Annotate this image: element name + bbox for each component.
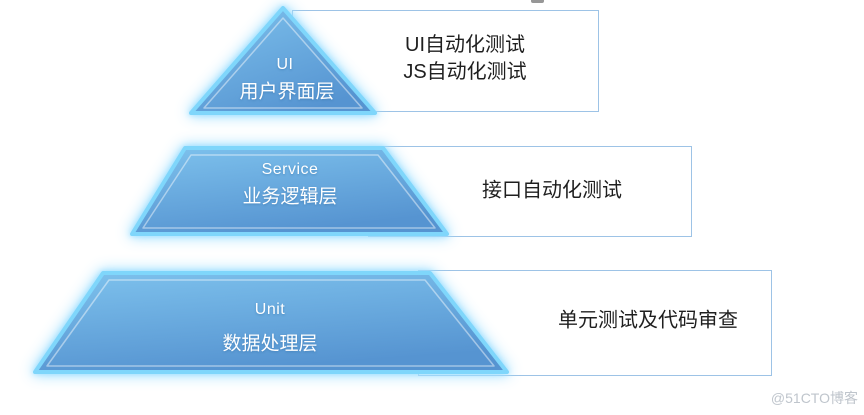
- layer-title-ui: UI: [276, 56, 294, 73]
- screenshot-artifact-dash: [531, 0, 544, 3]
- callout-line: 接口自动化测试: [482, 179, 622, 202]
- pyramid-layer-unit-shape: [33, 271, 509, 374]
- watermark: @51CTO博客: [770, 390, 858, 406]
- callout-text-ui: UI自动化测试 JS自动化测试: [403, 32, 526, 86]
- layer-title-service: Service: [261, 161, 319, 178]
- pyramid-layer-ui-shape: [189, 6, 377, 115]
- layer-subtitle-ui: 用户界面层: [239, 81, 335, 103]
- layer-subtitle-unit: 数据处理层: [222, 333, 318, 355]
- callout-line: JS自动化测试: [403, 61, 527, 83]
- callout-line: 单元测试及代码审查: [558, 309, 738, 332]
- layer-subtitle-service: 业务逻辑层: [242, 186, 338, 208]
- layer-title-unit: Unit: [254, 301, 286, 318]
- callout-text-service: 接口自动化测试: [482, 178, 622, 205]
- callout-line: UI自动化测试: [405, 34, 525, 56]
- pyramid-layer-service-shape: [130, 146, 449, 236]
- callout-text-unit: 单元测试及代码审查: [558, 308, 738, 335]
